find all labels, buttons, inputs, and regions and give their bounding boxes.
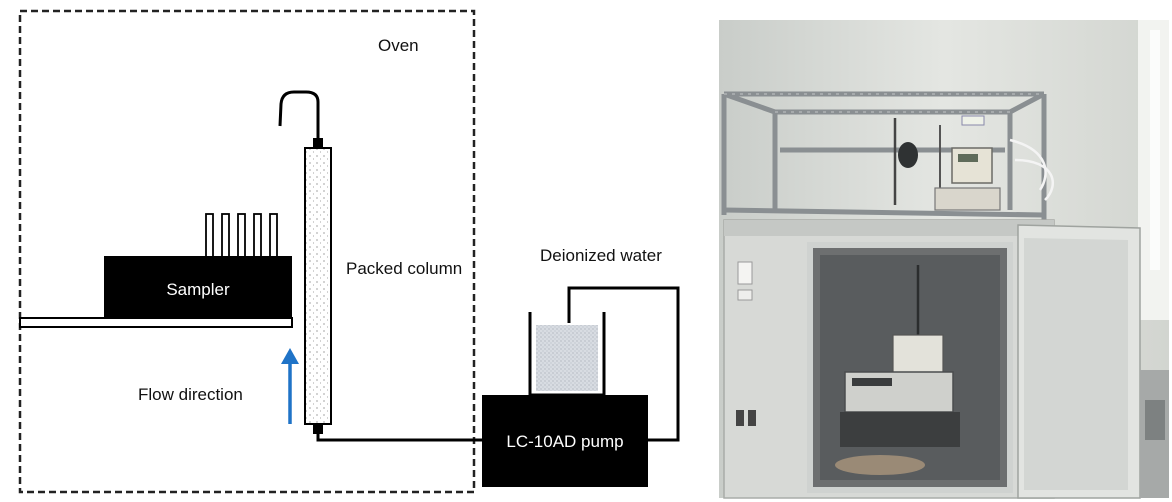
- sample-vials: [205, 213, 278, 258]
- pump-box: [482, 395, 648, 487]
- apparatus-photo: [719, 20, 1169, 499]
- reservoir-to-pump-tube: [567, 286, 680, 442]
- deionized-water-label: Deionized water: [540, 246, 662, 265]
- metal-frame: [721, 91, 1047, 220]
- packed-column: [304, 147, 332, 425]
- pump-label: LC-10AD pump: [506, 432, 623, 451]
- packed-column-label: Packed column: [346, 259, 462, 278]
- sampler-tray: [19, 317, 293, 328]
- column-inlet-tube: [316, 434, 482, 442]
- sampler-label: Sampler: [166, 280, 230, 299]
- oven-label: Oven: [378, 36, 419, 55]
- flow-direction-label: Flow direction: [138, 385, 243, 404]
- flow-arrow-icon: [281, 348, 299, 424]
- water-level: [536, 325, 598, 391]
- column-outlet-tube: [278, 90, 320, 147]
- oven-boundary: [18, 9, 476, 494]
- sampler-box: [104, 256, 292, 318]
- schematic-diagram: Oven Sampler Packed column Flow directio…: [18, 9, 680, 494]
